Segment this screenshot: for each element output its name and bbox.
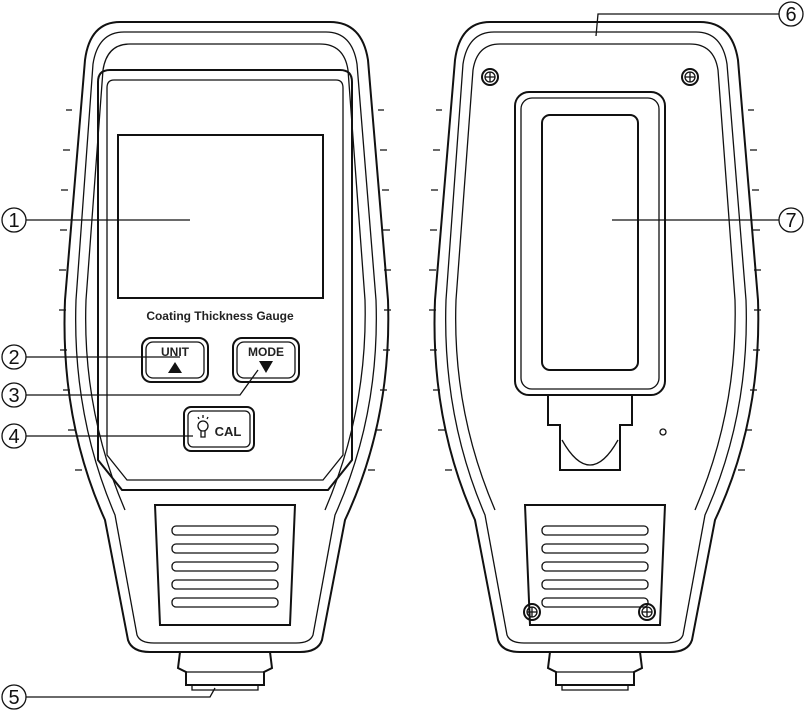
lcd-screen: [117, 134, 324, 299]
screw-icon: [523, 603, 541, 621]
svg-text:5: 5: [8, 687, 19, 709]
back-view: [428, 21, 762, 691]
device-title: Coating Thickness Gauge: [146, 309, 294, 323]
svg-text:MODE: MODE: [248, 345, 284, 359]
mode-button[interactable]: MODE: [232, 337, 300, 383]
svg-text:CAL: CAL: [215, 424, 242, 439]
callout-7: 7: [778, 207, 804, 233]
callout-5: 5: [1, 684, 27, 710]
front-view: Coating Thickness Gauge UNIT MODE CAL: [58, 21, 392, 691]
display-bezel: [97, 69, 353, 491]
svg-text:UNIT: UNIT: [161, 345, 190, 359]
screw-icon: [681, 68, 699, 86]
callout-3: 3: [1, 382, 27, 408]
reset-hole: [659, 428, 667, 436]
callout-6: 6: [778, 1, 804, 27]
unit-button[interactable]: UNIT: [141, 337, 209, 383]
cal-button[interactable]: CAL: [183, 406, 255, 452]
screw-icon: [481, 68, 499, 86]
down-arrow-icon: [259, 361, 273, 373]
svg-text:7: 7: [785, 210, 796, 232]
svg-text:2: 2: [8, 347, 19, 369]
svg-text:4: 4: [8, 426, 19, 448]
light-bulb-icon: [197, 415, 209, 438]
callout-1: 1: [1, 207, 27, 233]
screw-icon: [638, 603, 656, 621]
callout-2: 2: [1, 344, 27, 370]
up-arrow-icon: [168, 362, 182, 373]
battery-cover[interactable]: [514, 91, 666, 471]
svg-text:6: 6: [785, 4, 796, 26]
svg-text:1: 1: [8, 210, 19, 232]
svg-text:3: 3: [8, 385, 19, 407]
callout-4: 4: [1, 423, 27, 449]
callouts: [26, 13, 779, 698]
